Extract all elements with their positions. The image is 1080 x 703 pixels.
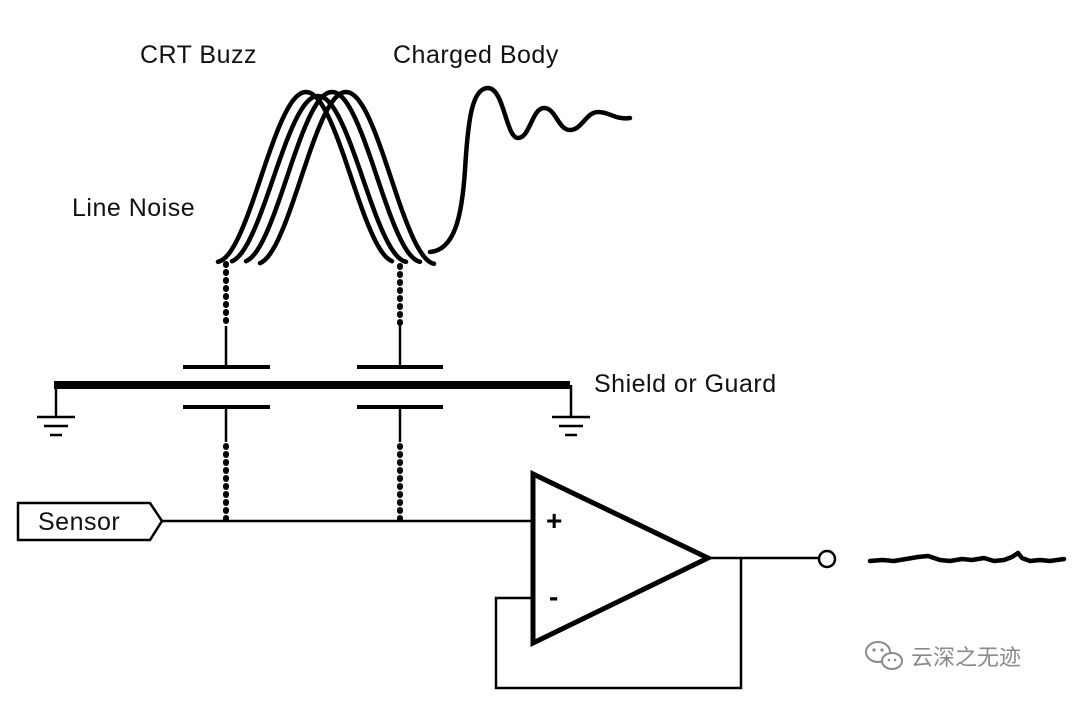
wechat-icon [865,641,903,670]
coupling-left-bottom [183,405,270,523]
crt-buzz-label: CRT Buzz [140,41,257,69]
sensor-tag: Sensor [16,501,164,542]
feedback-wire [494,558,743,690]
noise-wave-3 [243,89,423,265]
sensor-label: Sensor [38,508,120,536]
watermark-text: 云深之无迹 [911,646,1021,671]
charged-body-decay-wave [427,85,633,255]
charged-body-label: Charged Body [393,41,559,69]
shield-label: Shield or Guard [594,370,777,398]
op-amp: + - [530,470,714,647]
inverting-input-sign: - [549,581,558,612]
watermark: 云深之无迹 [865,641,1021,671]
noninverting-input-sign: + [546,505,562,536]
output-terminal [817,549,837,569]
ground-left-icon [37,385,75,437]
charged-body-wave [257,89,437,267]
coupling-right-top [357,263,443,369]
line-noise-wave [215,89,395,265]
output-residual-noise [867,550,1067,564]
noise-waveforms [215,85,633,267]
line-noise-label: Line Noise [72,194,195,222]
ground-right-icon [552,385,590,437]
coupling-left-top [183,261,270,369]
crt-buzz-wave [229,93,409,265]
coupling-right-bottom [357,405,443,523]
